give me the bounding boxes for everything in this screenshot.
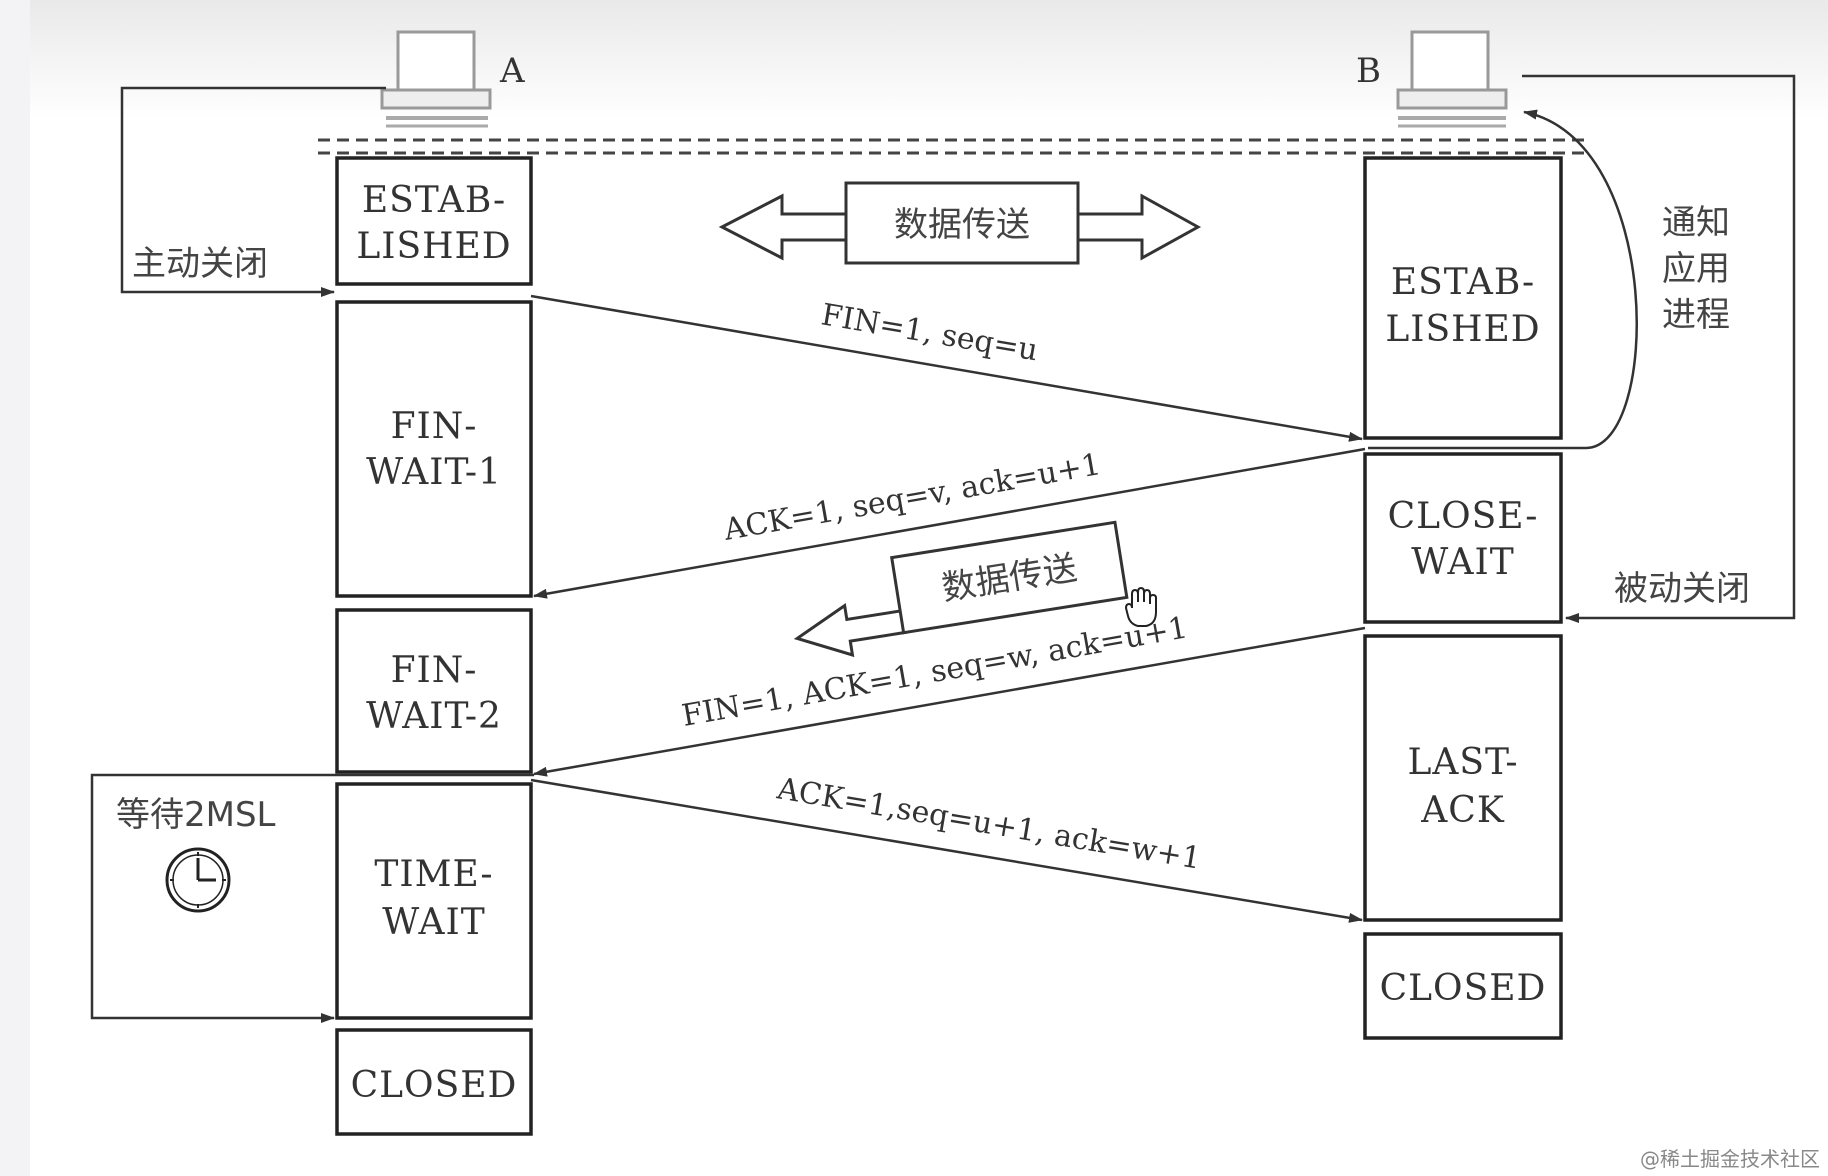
state-b-established: ESTAB- LISHED <box>1363 156 1563 440</box>
state-a-closed: CLOSED <box>335 1028 533 1136</box>
svg-text:ESTAB-: ESTAB- <box>1391 262 1535 303</box>
svg-text:ACK: ACK <box>1420 790 1505 831</box>
passive-close-label: 被动关闭 <box>1614 569 1750 609</box>
data-transfer-bidirectional: 数据传送 <box>718 181 1202 265</box>
state-a-time-wait: TIME- WAIT <box>335 782 533 1020</box>
state-b-last-ack: LAST- ACK <box>1363 634 1563 922</box>
msg-label-fin: FIN=1, seq=u <box>819 297 1041 368</box>
wait-2msl-label: 等待2MSL <box>116 795 276 835</box>
msg-arrow-ack2 <box>530 778 1363 923</box>
svg-text:FIN-: FIN- <box>391 406 478 447</box>
svg-text:LISHED: LISHED <box>356 226 511 267</box>
data-transfer-label-1: 数据传送 <box>894 205 1030 245</box>
node-a-label: A <box>499 51 525 91</box>
svg-text:WAIT-2: WAIT-2 <box>366 696 502 737</box>
state-a-fin-wait-2: FIN- WAIT-2 <box>335 608 533 774</box>
svg-text:CLOSED: CLOSED <box>351 1065 518 1106</box>
passive-close-connector <box>1522 74 1796 623</box>
state-a-fin-wait-1: FIN- WAIT-1 <box>335 300 533 598</box>
state-b-closed: CLOSED <box>1363 932 1563 1040</box>
notify-app-label-2: 应用 <box>1662 249 1730 289</box>
msg-arrow-fin-ack <box>533 626 1366 777</box>
svg-text:ESTAB-: ESTAB- <box>362 180 506 221</box>
state-b-close-wait: CLOSE- WAIT <box>1363 452 1563 624</box>
hand-cursor-icon <box>1124 586 1157 627</box>
active-close-label: 主动关闭 <box>132 244 268 284</box>
svg-text:WAIT-1: WAIT-1 <box>366 452 502 493</box>
notify-app-label-1: 通知 <box>1662 203 1730 243</box>
msg-label-ack2: ACK=1,seq=u+1, ack=w+1 <box>774 771 1204 876</box>
left-edge <box>0 0 30 1176</box>
notify-app-curve <box>1368 109 1638 450</box>
data-transfer-one-way: 数据传送 <box>793 520 1129 658</box>
notify-app-label-3: 进程 <box>1662 295 1730 335</box>
top-shade <box>0 0 1828 120</box>
svg-text:CLOSED: CLOSED <box>1380 968 1547 1009</box>
clock-icon <box>165 847 231 913</box>
svg-text:WAIT: WAIT <box>1411 542 1514 583</box>
svg-text:TIME-: TIME- <box>374 854 493 895</box>
active-close-connector <box>120 86 386 297</box>
state-a-established: ESTAB- LISHED <box>335 156 533 286</box>
watermark: @稀土掘金技术社区 <box>1640 1147 1820 1171</box>
svg-text:WAIT: WAIT <box>382 902 485 943</box>
svg-text:FIN-: FIN- <box>391 650 478 691</box>
svg-text:CLOSE-: CLOSE- <box>1388 496 1539 537</box>
svg-text:LISHED: LISHED <box>1385 309 1540 350</box>
wait-2msl-connector <box>90 773 534 1023</box>
node-b-label: B <box>1356 51 1381 91</box>
svg-text:LAST-: LAST- <box>1407 742 1518 783</box>
msg-arrow-ack1 <box>533 447 1366 599</box>
computer-b-icon <box>1396 30 1508 128</box>
computer-a-icon <box>380 30 492 128</box>
msg-arrow-fin <box>530 294 1363 442</box>
